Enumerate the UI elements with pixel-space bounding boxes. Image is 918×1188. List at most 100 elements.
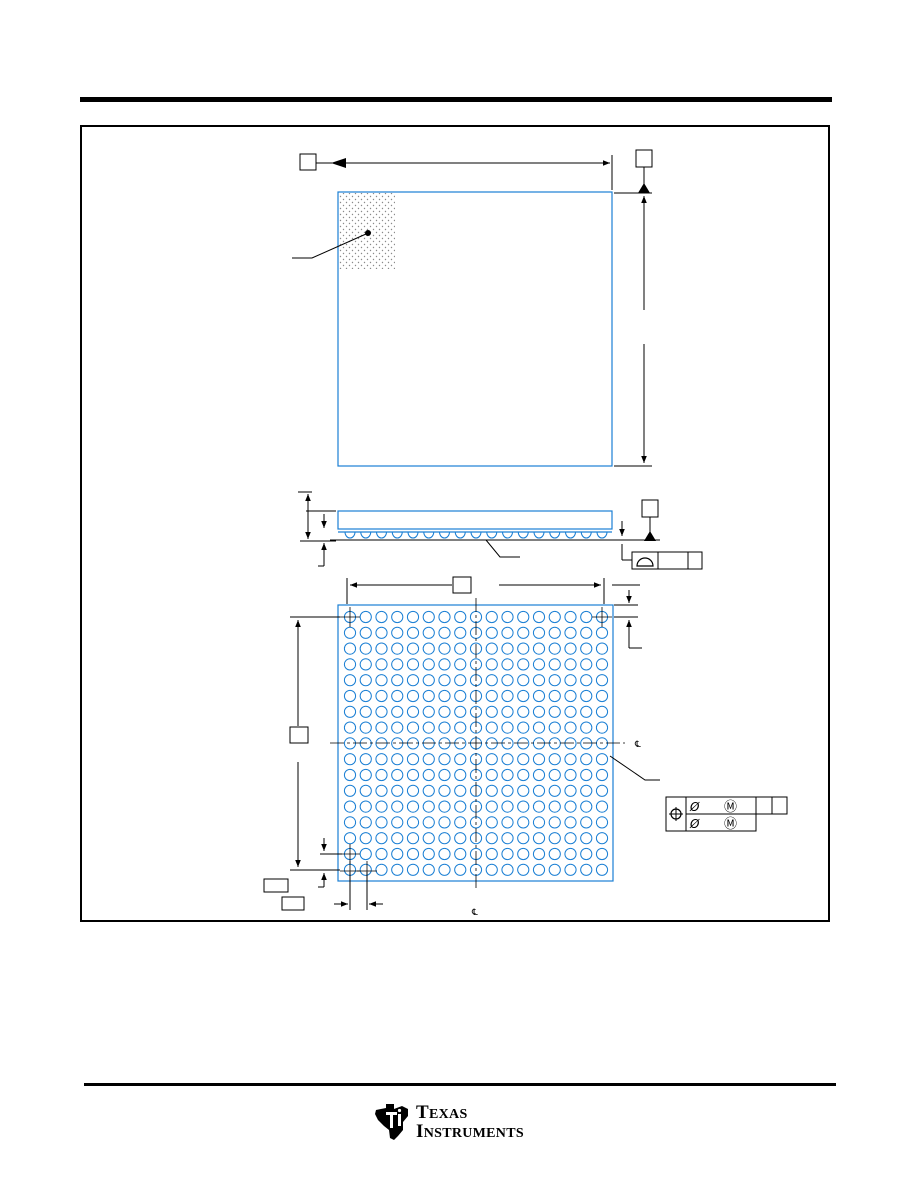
solder-ball	[517, 626, 530, 639]
solder-ball	[580, 753, 593, 766]
solder-ball	[564, 689, 577, 703]
solder-ball	[595, 737, 609, 750]
solder-ball	[532, 642, 546, 655]
solder-ball	[595, 658, 609, 671]
solder-ball	[532, 753, 546, 766]
solder-ball	[517, 610, 530, 624]
solder-ball	[359, 658, 372, 671]
solder-ball	[517, 816, 530, 829]
solder-ball	[422, 753, 435, 766]
side-solder-ball	[454, 531, 466, 539]
solder-ball	[564, 832, 577, 845]
solder-ball	[548, 658, 561, 671]
solder-ball	[485, 674, 498, 687]
solder-ball	[359, 753, 372, 766]
solder-ball	[454, 832, 467, 845]
solder-ball	[391, 768, 404, 782]
solder-ball	[595, 705, 609, 718]
solder-ball	[391, 737, 404, 750]
solder-ball	[359, 832, 372, 845]
solder-ball	[595, 721, 609, 734]
solder-ball	[580, 784, 593, 797]
solder-ball	[422, 816, 435, 829]
solder-ball	[548, 816, 561, 829]
solder-ball	[422, 658, 435, 671]
solder-ball	[343, 800, 357, 813]
solder-ball	[454, 768, 467, 782]
logo-line1-rest: EXAS	[428, 1107, 468, 1122]
solder-ball	[343, 832, 357, 845]
datum-a-arrow-head	[331, 158, 346, 168]
solder-ball	[375, 674, 388, 687]
solder-ball	[564, 626, 577, 639]
solder-ball	[532, 800, 546, 813]
solder-ball	[391, 626, 404, 639]
solder-ball	[548, 705, 561, 718]
datum-c-box	[641, 499, 659, 518]
solder-ball	[454, 863, 467, 876]
solder-ball	[454, 784, 467, 797]
logo-line2-rest: NSTRUMENTS	[423, 1126, 524, 1141]
solder-ball	[532, 721, 546, 734]
logo-line2-initial: I	[416, 1121, 424, 1142]
solder-ball	[422, 832, 435, 845]
solder-ball	[595, 626, 609, 639]
solder-ball	[375, 626, 388, 639]
solder-ball	[580, 610, 593, 624]
solder-ball	[485, 705, 498, 718]
solder-ball	[517, 784, 530, 797]
solder-ball	[564, 863, 577, 876]
solder-ball	[438, 674, 451, 687]
solder-ball	[375, 737, 388, 750]
solder-ball	[438, 784, 451, 797]
solder-ball	[501, 863, 514, 876]
ball-diameter-leader	[609, 755, 660, 781]
solder-ball	[564, 658, 577, 671]
solder-ball	[454, 689, 467, 703]
solder-ball	[532, 768, 546, 782]
mmc-symbol-2: Ⓜ	[724, 817, 737, 832]
solder-ball	[359, 721, 372, 734]
solder-ball	[580, 768, 593, 782]
solder-ball	[422, 800, 435, 813]
datum-b-triangle	[638, 183, 650, 193]
solder-ball	[548, 642, 561, 655]
side-solder-ball	[407, 531, 419, 539]
solder-ball	[564, 768, 577, 782]
solder-ball	[501, 784, 514, 797]
solder-ball	[406, 847, 420, 861]
centerline-symbol-right: ℄	[634, 740, 641, 750]
position-tolerance-frame	[665, 796, 788, 832]
solder-ball	[501, 721, 514, 734]
solder-ball	[595, 674, 609, 687]
centerline-symbol-bottom: ℄	[471, 908, 478, 918]
solder-ball	[375, 705, 388, 718]
solder-ball	[548, 832, 561, 845]
solder-ball	[359, 768, 372, 782]
solder-ball	[391, 674, 404, 687]
solder-ball	[343, 705, 357, 718]
solder-ball	[438, 816, 451, 829]
solder-ball	[580, 800, 593, 813]
solder-ball	[517, 768, 530, 782]
solder-ball	[438, 753, 451, 766]
profile-tolerance-frame	[631, 551, 703, 570]
solder-ball	[375, 721, 388, 734]
solder-ball	[580, 674, 593, 687]
solder-ball	[517, 689, 530, 703]
side-solder-ball	[596, 531, 608, 539]
solder-ball	[564, 816, 577, 829]
solder-ball	[501, 832, 514, 845]
side-solder-ball	[486, 531, 498, 539]
bottom-view: ℄ ℄	[263, 576, 788, 918]
solder-ball	[422, 863, 435, 876]
solder-ball	[406, 832, 420, 845]
solder-ball	[595, 832, 609, 845]
solder-ball	[485, 832, 498, 845]
side-solder-ball	[423, 531, 435, 539]
solder-ball	[532, 610, 546, 624]
side-solder-ball	[360, 531, 372, 539]
solder-ball	[343, 674, 357, 687]
solder-ball	[391, 642, 404, 655]
solder-ball	[375, 863, 388, 876]
